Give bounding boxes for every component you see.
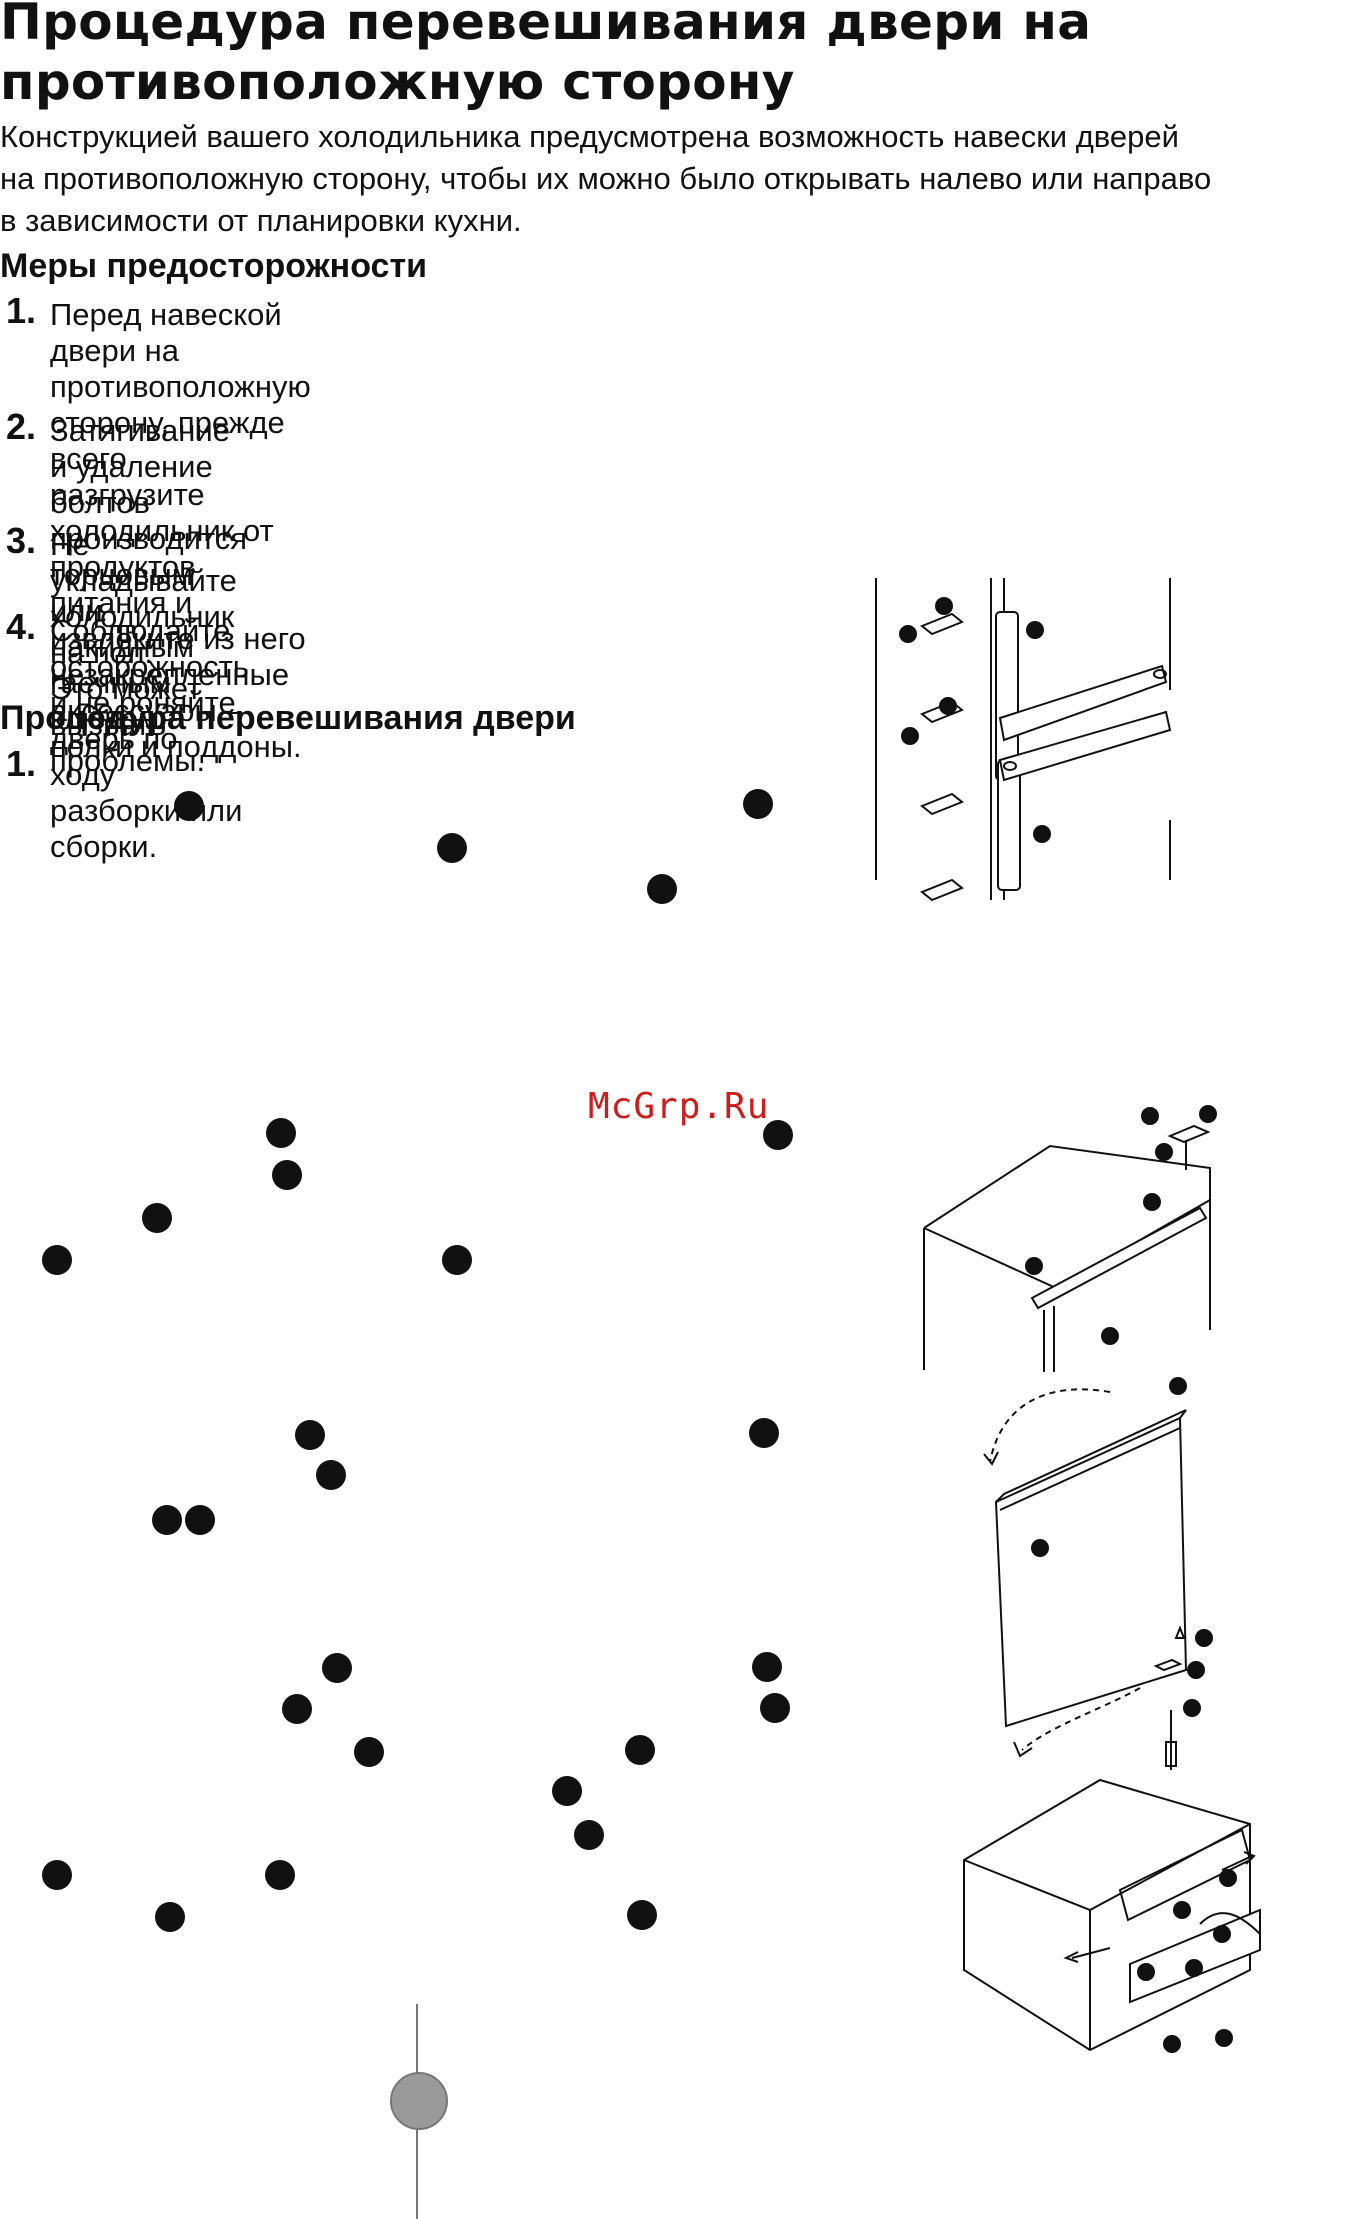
watermark: McGrp.Ru [588,1086,770,1127]
step-number: 1. [6,743,37,784]
intro-line-1: Конструкцией вашего холодильника предусм… [0,119,1179,154]
title-line-1: Процедура перевешивания двери на [0,0,1092,51]
callout-dot [266,1118,296,1148]
callout-dot [743,789,773,819]
page-number-marker [390,2072,448,2130]
bottom-panel-illustration [963,1778,1261,2053]
intro-line-2: на противоположную сторону, чтобы их мож… [0,161,1212,196]
callout-dot [272,1160,302,1190]
item-line: Перед навеской двери на противоположную … [50,297,311,476]
title-line-2: противоположную сторону [0,53,795,111]
top-hinge-illustration [923,1105,1217,1372]
callout-dot [174,791,204,821]
callout-dot [152,1505,182,1535]
callout-dot [185,1505,215,1535]
callout-dot [627,1900,657,1930]
callout-dot [574,1820,604,1850]
callout-dot [316,1460,346,1490]
intro-paragraph: Конструкцией вашего холодильника предусм… [0,116,1330,242]
item-line: дверь по ходу разборки или сборки. [50,721,243,864]
intro-line-3: в зависимости от планировки кухни. [0,203,522,238]
callout-dot [282,1694,312,1724]
callout-dot [442,1245,472,1275]
callout-dot [625,1735,655,1765]
callout-dot [155,1902,185,1932]
item-number: 2. [6,406,37,447]
callout-dot [763,1120,793,1150]
callout-dot [322,1653,352,1683]
item-line: Соблюдайте осторожность и не роняйте [50,613,249,720]
door-illustration [983,1377,1213,1770]
item-line: Это может вызвать проблемы. [50,671,206,778]
callout-dot [295,1420,325,1450]
item-line: незакрепленные аксессуары – полки и подд… [50,657,302,764]
item-line: производится торцовым или накидным [50,521,248,664]
callout-dot [437,833,467,863]
item-number: 4. [6,606,37,647]
callout-dot [760,1693,790,1723]
page-title: Процедура перевешивания двери на противо… [0,0,1091,112]
precautions-heading: Меры предосторожности [0,247,427,285]
callout-dot [552,1776,582,1806]
procedure-heading: Процедура перевешивания двери [0,699,576,737]
hinge-illustration [875,578,1172,902]
item-number: 1. [6,290,37,331]
callout-dot [752,1652,782,1682]
callout-dot [42,1860,72,1890]
callout-dot [354,1737,384,1767]
callout-dot [749,1418,779,1448]
item-line: Затягивание и удаление болтов [50,413,230,520]
callout-dot [142,1203,172,1233]
callout-dot [265,1860,295,1890]
item-line: разгрузите холодильник от продуктов пита… [50,477,306,656]
callout-dot [647,874,677,904]
item-line: Не укладывайте холодильник на пол. [50,527,237,670]
item-number: 3. [6,520,37,561]
callout-dot [42,1245,72,1275]
item-line: гаечным ключом. [50,665,171,736]
